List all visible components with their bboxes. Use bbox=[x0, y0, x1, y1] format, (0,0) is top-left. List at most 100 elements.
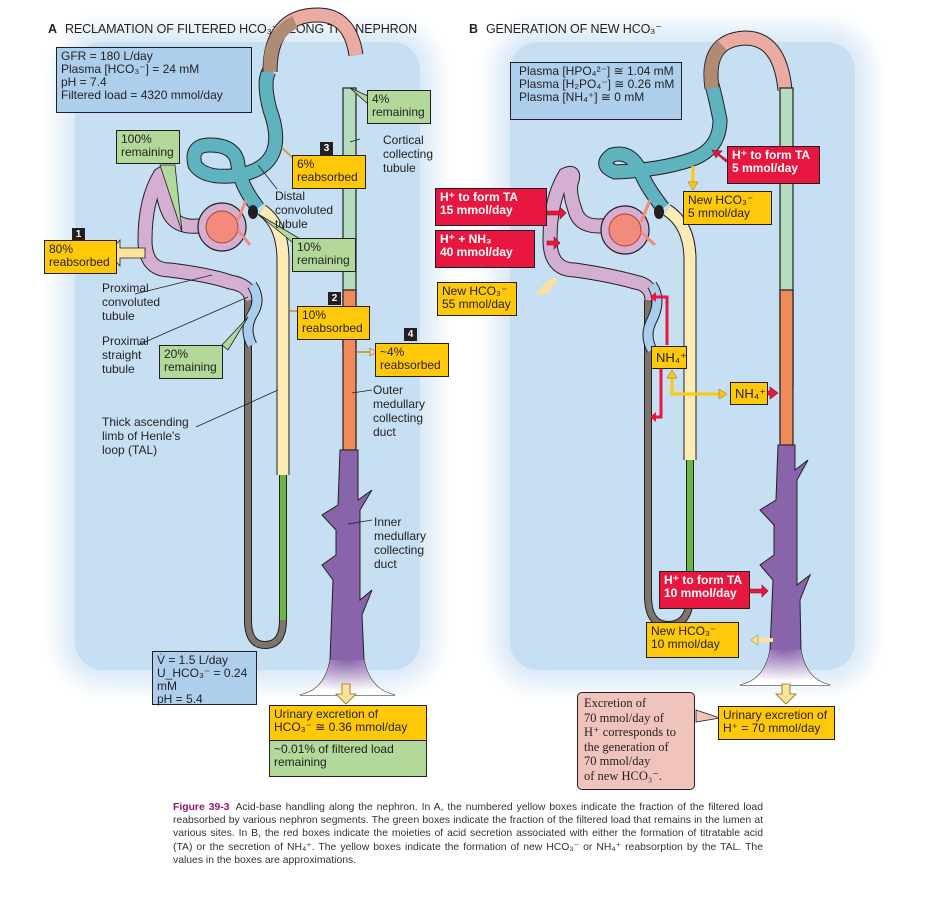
label-line: limb of Henle's bbox=[102, 429, 181, 443]
segment-number-2: 2 bbox=[328, 292, 341, 305]
label-line: medullary bbox=[374, 529, 427, 543]
note-line: H⁺ corresponds to bbox=[584, 725, 676, 739]
remaining-box-10: 10% remaining bbox=[292, 238, 356, 272]
remaining-percent: 20% bbox=[164, 347, 189, 361]
label-inner-medullary-collecting-duct: Inner medullary collecting duct bbox=[374, 515, 426, 571]
new-hco3-line: New HCO₃⁻ bbox=[651, 624, 717, 638]
panel-b-title: B GENERATION OF NEW HCO₃⁻ bbox=[469, 21, 662, 36]
note-line: Excretion of bbox=[584, 696, 647, 710]
new-hco3-line: New HCO₃⁻ bbox=[442, 284, 508, 298]
remaining-percent: 100% bbox=[121, 132, 152, 146]
label-outer-medullary-collecting-duct: Outer medullary collecting duct bbox=[373, 383, 425, 439]
segment-number-3: 3 bbox=[320, 142, 333, 155]
remaining-percent: 10% bbox=[297, 240, 322, 254]
label-line: tubule bbox=[102, 309, 135, 323]
h-excretion-note: Excretion of 70 mmol/day of H⁺ correspon… bbox=[577, 692, 695, 790]
new-hco3-box-10: New HCO₃⁻ 10 mmol/day bbox=[646, 622, 739, 658]
acid-line: H⁺ to form TA bbox=[440, 190, 519, 204]
label-proximal-convoluted-tubule: Proximal convoluted tubule bbox=[102, 281, 160, 323]
acid-line: 15 mmol/day bbox=[440, 203, 513, 217]
reabsorbed-label: reabsorbed bbox=[302, 321, 363, 335]
label-distal-convoluted-tubule: Distal convoluted tubule bbox=[275, 189, 333, 231]
leader-lines-a bbox=[134, 138, 373, 525]
remaining-box-100: 100% remaining bbox=[116, 130, 180, 164]
new-hco3-line: 55 mmol/day bbox=[442, 297, 511, 311]
reabsorbed-label: reabsorbed bbox=[49, 255, 110, 269]
remaining-line: remaining bbox=[274, 755, 327, 769]
acid-line: 5 mmol/day bbox=[732, 161, 799, 175]
acid-box-nh3-40: H⁺ + NH₃ 40 mmol/day bbox=[435, 230, 535, 268]
label-line: loop (TAL) bbox=[102, 443, 158, 457]
acid-line: 40 mmol/day bbox=[440, 245, 513, 259]
label-line: medullary bbox=[373, 397, 426, 411]
label-line: Outer bbox=[373, 383, 404, 397]
panel-a-title-text: RECLAMATION OF FILTERED HCO₃⁻ ALONG THE … bbox=[64, 22, 418, 36]
reabsorbed-box-1: 80% reabsorbed bbox=[44, 240, 117, 274]
excretion-line: HCO₃⁻ ≅ 0.36 mmol/day bbox=[274, 720, 408, 734]
label-line: Cortical bbox=[383, 133, 424, 147]
note-line: the generation of bbox=[584, 739, 669, 754]
label-proximal-straight-tubule: Proximal straight tubule bbox=[102, 334, 149, 376]
urine-ph-value: pH = 5.4 bbox=[157, 692, 203, 706]
reabsorbed-percent: ~4% bbox=[380, 345, 405, 359]
nh4-box-tal: NH₄⁺ bbox=[651, 346, 687, 369]
new-hco3-box-55: New HCO₃⁻ 55 mmol/day bbox=[437, 282, 517, 316]
nh4-reabsorption-path bbox=[670, 373, 720, 396]
label-line: Inner bbox=[374, 515, 402, 529]
acid-box-ta-15: H⁺ to form TA 15 mmol/day bbox=[435, 188, 547, 226]
acid-line: H⁺ to form TA bbox=[732, 148, 811, 162]
nephron-b bbox=[535, 30, 831, 723]
panel-b-title-text: GENERATION OF NEW HCO₃⁻ bbox=[485, 22, 662, 36]
label-line: Proximal bbox=[102, 281, 149, 295]
hco3-excretion-box: Urinary excretion of HCO₃⁻ ≅ 0.36 mmol/d… bbox=[269, 705, 427, 741]
reabsorbed-percent: 10% bbox=[302, 308, 327, 322]
label-line: duct bbox=[373, 425, 396, 439]
label-line: collecting bbox=[374, 543, 425, 557]
acid-line: H⁺ + NH₃ bbox=[440, 232, 492, 246]
plasma-h2po4-value: Plasma [H₂PO₄⁻] ≅ 0.26 mM bbox=[519, 77, 675, 91]
segment-number-4: 4 bbox=[404, 328, 417, 341]
macula-densa-b bbox=[654, 205, 664, 219]
excretion-line: H⁺ = 70 mmol/day bbox=[723, 721, 821, 735]
macula-densa-a bbox=[248, 205, 258, 219]
excretion-arrow-b bbox=[775, 683, 797, 705]
label-line: straight bbox=[102, 348, 142, 362]
new-hco3-line: 5 mmol/day bbox=[688, 206, 751, 220]
acid-box-ta-10: H⁺ to form TA 10 mmol/day bbox=[659, 571, 750, 609]
nh4-descending-path bbox=[655, 368, 663, 419]
panel-b-letter: B bbox=[469, 22, 478, 36]
new-hco3-box-5: New HCO₃⁻ 5 mmol/day bbox=[683, 191, 772, 225]
reabsorbed-percent: 6% bbox=[297, 157, 315, 171]
inner-medullary-collecting-duct-b bbox=[739, 444, 831, 686]
note-line: of new HCO₃⁻. bbox=[584, 768, 662, 783]
excretion-line: Urinary excretion of bbox=[274, 707, 379, 721]
acid-box-ta-5: H⁺ to form TA 5 mmol/day bbox=[727, 146, 820, 184]
label-cortical-collecting-tubule: Cortical collecting tubule bbox=[383, 133, 433, 175]
remaining-label: remaining bbox=[372, 105, 425, 119]
caption-text: Acid-base handling along the nephron. In… bbox=[173, 802, 763, 866]
note-line: 70 mmol/day bbox=[584, 754, 651, 768]
panel-a-title: A RECLAMATION OF FILTERED HCO₃⁻ ALONG THE… bbox=[48, 21, 417, 36]
label-line: tubule bbox=[102, 362, 135, 376]
plasma-nh4-value: Plasma [NH₄⁺] ≅ 0 mM bbox=[519, 90, 645, 104]
filtered-load-remaining-box: ~0.01% of filtered load remaining bbox=[269, 741, 427, 777]
excretion-line: Urinary excretion of bbox=[723, 708, 828, 722]
label-line: Proximal bbox=[102, 334, 149, 348]
remaining-percent: 4% bbox=[372, 92, 390, 106]
remaining-line: ~0.01% of filtered load bbox=[274, 742, 394, 756]
reabsorbed-percent: 80% bbox=[49, 242, 74, 256]
nh4-box-interstitium: NH₄⁺ bbox=[730, 382, 768, 405]
remaining-box-4: 4% remaining bbox=[367, 90, 431, 124]
h-excretion-box: Urinary excretion of H⁺ = 70 mmol/day bbox=[718, 706, 835, 740]
excretion-arrow-a bbox=[335, 683, 357, 705]
label-line: Thick ascending bbox=[102, 415, 189, 429]
acid-secretion-arrows bbox=[546, 149, 779, 598]
panel-a-letter: A bbox=[48, 22, 57, 36]
remaining-label: remaining bbox=[121, 145, 174, 159]
remaining-label: remaining bbox=[164, 360, 217, 374]
reabsorbed-label: reabsorbed bbox=[297, 170, 358, 184]
label-line: collecting bbox=[383, 147, 434, 161]
outer-medullary-collecting-duct-b bbox=[779, 289, 794, 446]
